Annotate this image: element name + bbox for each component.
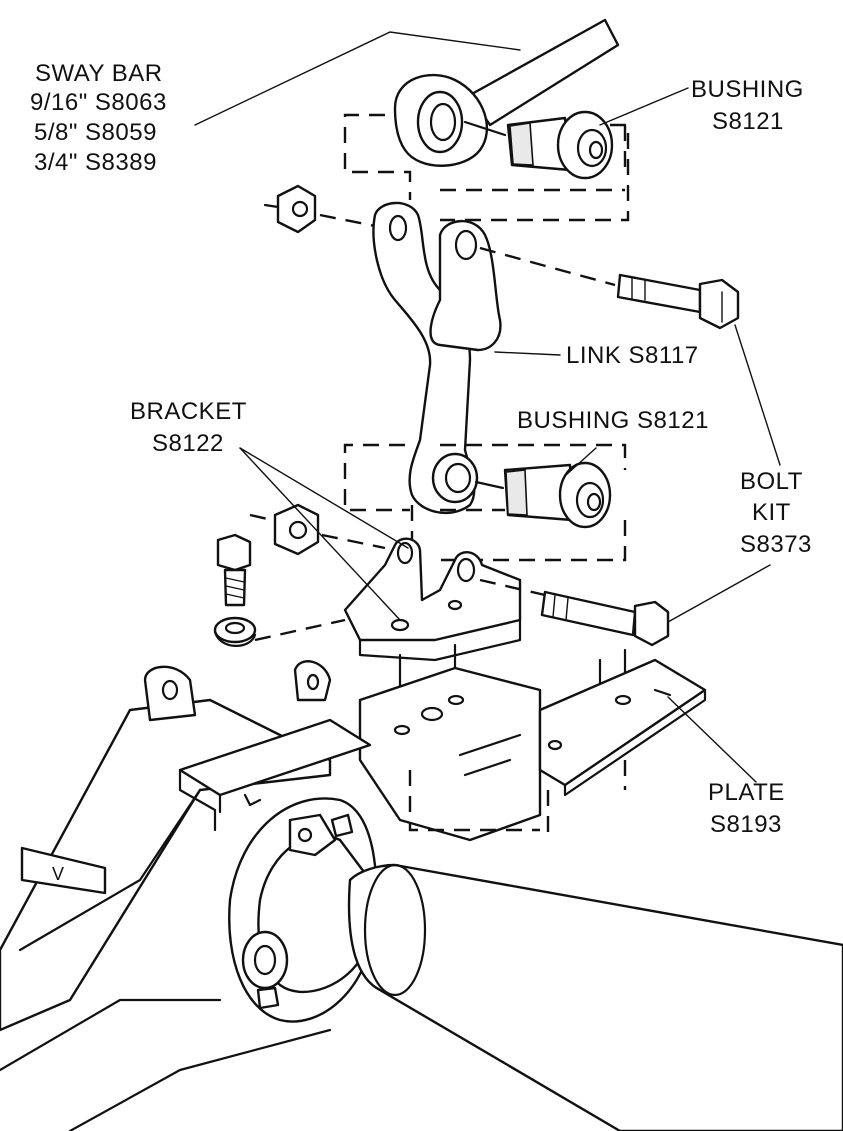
frame-lower-edge <box>0 998 222 1072</box>
label-link: LINK S8117 <box>566 342 699 369</box>
bracket-name: BRACKET <box>130 398 247 425</box>
leader-lines <box>194 31 781 783</box>
link <box>372 201 561 515</box>
bracket <box>343 537 522 662</box>
sway-bar-size-2: 5/8" S8059 <box>34 119 157 146</box>
plate <box>538 658 707 797</box>
screw-lockwasher <box>213 533 257 647</box>
bolt-lower <box>479 578 670 647</box>
bolt-upper <box>479 246 740 330</box>
sway-bar-title: SWAY BAR <box>35 60 163 87</box>
label-bushing-top: BUSHING S8121 <box>691 76 804 135</box>
differential <box>228 797 378 1023</box>
bushing-top-part: S8121 <box>712 108 784 135</box>
sway-bar-size-1: 9/16" S8063 <box>30 89 167 116</box>
sway-bar <box>393 18 620 167</box>
nut-top <box>263 184 386 234</box>
frame-crossmember <box>358 666 542 842</box>
bracket-part: S8122 <box>152 430 224 457</box>
label-plate: PLATE S8193 <box>708 779 785 838</box>
axle-mark-text: V <box>52 864 65 884</box>
axle-tube <box>347 863 843 1131</box>
plate-part: S8193 <box>710 811 782 838</box>
sway-bar-size-3: 3/4" S8389 <box>34 149 157 176</box>
top-dashed-guide <box>343 113 627 200</box>
label-bolt-kit: BOLT KIT S8373 <box>740 468 812 558</box>
frame-rail <box>0 660 372 1032</box>
plate-name: PLATE <box>708 779 785 806</box>
middle-dashed-guide <box>343 443 627 562</box>
axle-mark-tag: V <box>20 846 107 895</box>
label-bracket: BRACKET S8122 <box>130 398 247 457</box>
label-sway-bar: SWAY BAR 9/16" S8063 5/8" S8059 3/4" S83… <box>30 60 167 176</box>
bolt-kit-part: S8373 <box>740 531 812 558</box>
bolt-kit-line2: KIT <box>752 499 791 526</box>
bushing-top-name: BUSHING <box>691 76 804 103</box>
bushing-middle <box>474 461 612 529</box>
bolt-kit-line1: BOLT <box>740 468 803 495</box>
frame-bottom-edge <box>68 1028 332 1131</box>
nut-lower <box>249 503 386 556</box>
bushing-top <box>463 110 614 180</box>
label-bushing-middle: BUSHING S8121 <box>517 407 709 434</box>
